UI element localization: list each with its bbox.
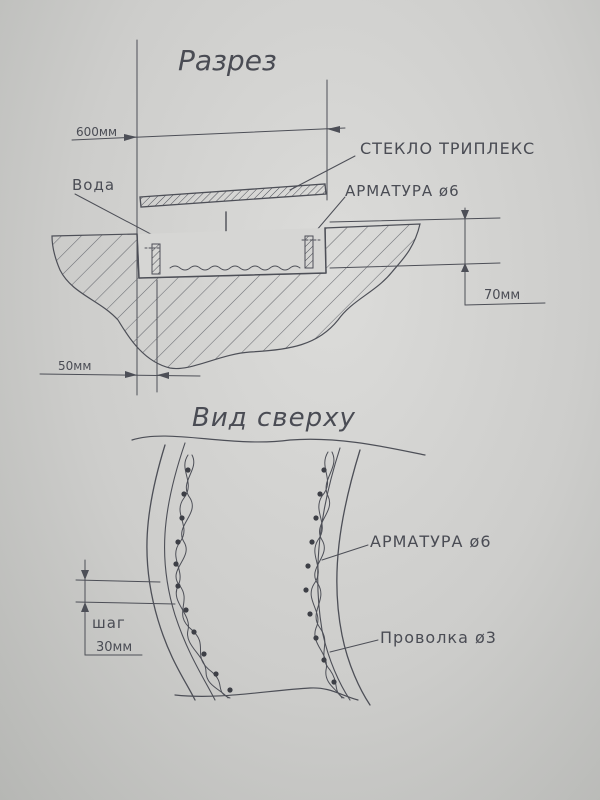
plan-title: Вид сверху — [192, 403, 356, 433]
right-wall-outer — [336, 449, 371, 706]
rebar-post-left — [151, 243, 161, 275]
plan-rebar-leader — [321, 544, 369, 561]
pitch-dimension: шаг 30мм — [75, 559, 176, 656]
rebar-post-right — [304, 235, 314, 269]
right-wire-a — [310, 451, 343, 699]
wire-label: Проволка ø3 — [380, 628, 497, 647]
triplex-glass — [139, 183, 327, 208]
wire-leader — [329, 639, 379, 653]
plan-top-edge — [131, 435, 426, 456]
plan-rebar-label: АРМАТУРА ø6 — [370, 532, 492, 551]
plan-view: Вид сверху АР — [75, 403, 497, 706]
depth-dimension: 70мм — [329, 207, 546, 306]
pitch-value: 30мм — [96, 640, 132, 655]
offset-dimension: 50мм — [39, 279, 201, 393]
water-label: Вода — [72, 176, 115, 194]
right-wire-b — [314, 451, 345, 699]
left-rebar-dots — [173, 467, 233, 693]
offset-label: 50мм — [58, 359, 91, 373]
width-dimension: 600мм — [71, 125, 346, 141]
water-surface — [169, 265, 301, 271]
channel-outline — [136, 227, 327, 279]
glass-leader — [289, 155, 356, 191]
depth-label: 70мм — [484, 288, 520, 303]
pitch-label: шаг — [92, 614, 126, 632]
right-wall-inner — [317, 447, 351, 701]
left-wall-outer — [146, 444, 196, 701]
width-label: 600мм — [76, 125, 117, 139]
glass-label: СТЕКЛО ТРИПЛЕКС — [360, 139, 535, 158]
right-rebar-dots — [303, 467, 337, 685]
ground-section — [51, 223, 421, 370]
left-wall-inner — [164, 442, 216, 701]
channel-cavity — [139, 228, 326, 278]
section-view: Разрез 600мм СТЕКЛО ТРИПЛЕКС АРМАТУРА ø6… — [39, 39, 546, 396]
plan-bottom-edge — [174, 687, 359, 701]
section-rebar-label: АРМАТУРА ø6 — [345, 182, 460, 200]
section-title: Разрез — [178, 44, 277, 77]
